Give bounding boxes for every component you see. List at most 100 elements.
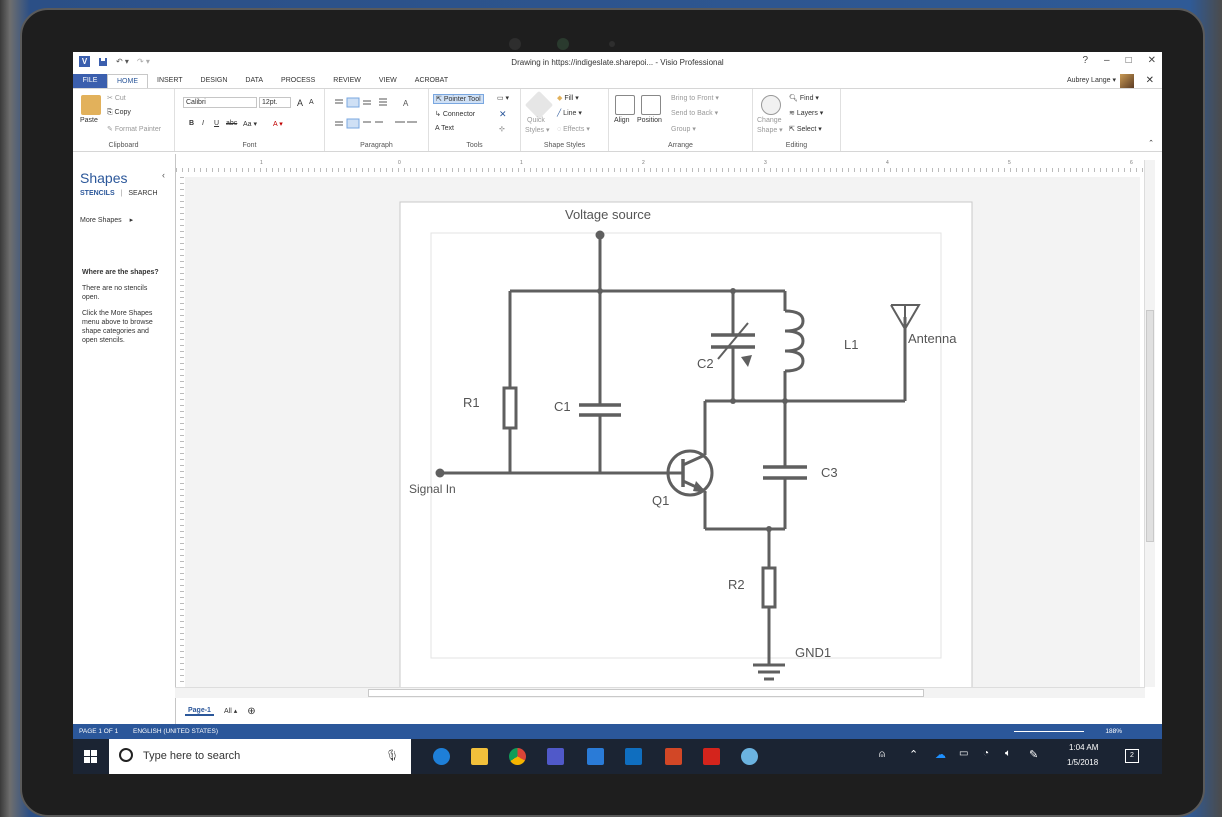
restore-button[interactable]: □ (1125, 55, 1132, 66)
tab-page-1[interactable]: Page-1 (185, 707, 214, 716)
connector-button[interactable]: ↳ Connector (435, 111, 476, 118)
shrink-font-button[interactable]: A (309, 99, 314, 106)
battery-icon[interactable]: ▭ (959, 748, 969, 759)
page-status[interactable]: PAGE 1 OF 1 (79, 728, 119, 735)
vertical-scrollbar[interactable] (1144, 160, 1155, 687)
tab-acrobat[interactable]: ACROBAT (414, 77, 449, 84)
fill-button[interactable]: ◆ Fill ▾ (557, 95, 579, 102)
drawing-canvas[interactable]: Voltage source R1 C1 C2 L1 Antenna C3 Q1… (185, 177, 1140, 687)
rectangle-tool-button[interactable]: ▭ ▾ (497, 95, 510, 102)
edge-icon[interactable] (433, 748, 450, 765)
quick-styles-label[interactable]: Quick (527, 117, 545, 124)
copy-button[interactable]: ⎘ Copy (107, 109, 131, 116)
tab-process[interactable]: PROCESS (281, 77, 316, 84)
send-to-back-button[interactable]: Send to Back ▾ (671, 110, 719, 117)
save-icon[interactable] (98, 57, 108, 67)
language-status[interactable]: ENGLISH (UNITED STATES) (133, 728, 218, 735)
align-button[interactable]: Align (614, 117, 630, 124)
connection-point-icon[interactable]: ⊹ (499, 126, 505, 133)
visio-taskbar-icon[interactable] (587, 748, 604, 765)
paste-icon[interactable] (81, 95, 101, 115)
volume-icon[interactable]: 🔈︎ (1005, 748, 1011, 759)
change-case-button[interactable]: Aa ▾ (243, 121, 258, 128)
pen-icon[interactable]: ✎ (1029, 749, 1039, 761)
acrobat-icon[interactable] (703, 748, 720, 765)
font-color-button[interactable]: A ▾ (273, 121, 283, 128)
strikethrough-button[interactable]: abc (226, 120, 238, 127)
styles-button[interactable]: Styles ▾ (525, 127, 550, 134)
more-shapes-label[interactable]: More Shapes (80, 217, 122, 224)
paint-icon[interactable] (741, 748, 758, 765)
tab-stencils[interactable]: STENCILS (80, 190, 115, 197)
tab-search[interactable]: SEARCH (128, 190, 158, 197)
position-icon[interactable] (641, 95, 661, 115)
minimize-button[interactable]: – (1104, 55, 1110, 66)
select-button[interactable]: ⇱ Select ▾ (789, 126, 822, 133)
windows-start-icon[interactable] (84, 750, 97, 763)
powerpoint-icon[interactable] (665, 748, 682, 765)
change-shape-label[interactable]: Change (757, 117, 782, 124)
task-view-icon[interactable] (393, 748, 410, 765)
people-icon[interactable]: ⍝ (879, 749, 885, 760)
change-shape-button[interactable]: Shape ▾ (757, 127, 783, 134)
vertical-ruler[interactable] (176, 177, 184, 685)
chevron-up-icon[interactable]: ⌃ (909, 749, 919, 761)
close-button[interactable]: ✕ (1147, 55, 1156, 66)
bring-to-front-button[interactable]: Bring to Front ▾ (671, 95, 719, 102)
paste-button[interactable]: Paste (80, 117, 98, 124)
grow-font-button[interactable]: A (297, 98, 304, 108)
onedrive-icon[interactable]: ☁ (935, 749, 946, 761)
font-size-select[interactable]: 12pt. (259, 97, 291, 108)
pointer-tool-button[interactable]: ⇱ Pointer Tool (433, 94, 484, 104)
tab-data[interactable]: DATA (245, 77, 264, 84)
add-page-icon[interactable]: ⊕ (247, 705, 256, 717)
undo-icon[interactable]: ↶ ▾ (116, 57, 129, 66)
zoom-level[interactable]: 188% (1105, 728, 1122, 735)
italic-button[interactable]: I (202, 120, 204, 127)
taskbar-search[interactable]: Type here to search 🎙︎ (109, 739, 411, 774)
chrome-icon[interactable] (509, 748, 526, 765)
format-painter-button[interactable]: ✎ Format Painter (107, 126, 162, 133)
outlook-icon[interactable] (625, 748, 642, 765)
collapse-ribbon-icon[interactable]: ⌃ (1148, 140, 1154, 147)
user-name[interactable]: Aubrey Lange ▾ (1066, 77, 1116, 84)
redo-icon[interactable]: ↷ ▾ (136, 57, 150, 66)
cut-button[interactable]: ✂ Cut (107, 95, 126, 102)
group-button[interactable]: Group ▾ (671, 126, 696, 133)
avatar[interactable] (1120, 74, 1134, 88)
teams-icon[interactable] (547, 748, 564, 765)
horizontal-scrollbar[interactable] (175, 687, 1145, 698)
search-placeholder[interactable]: Type here to search (143, 750, 241, 762)
text-tool-button[interactable]: A Text (435, 125, 454, 132)
close-document-button[interactable]: ✕ (1145, 75, 1154, 86)
tab-view[interactable]: VIEW (378, 77, 397, 84)
bold-button[interactable]: B (189, 120, 195, 127)
notifications-icon[interactable]: 2 (1125, 749, 1139, 763)
zoom-slider[interactable] (1014, 731, 1084, 732)
effects-button[interactable]: ◌ Effects ▾ (557, 126, 590, 133)
file-explorer-icon[interactable] (471, 748, 488, 765)
more-shapes-menu[interactable]: More Shapes ▸ (80, 216, 133, 224)
clock-date[interactable]: 1/5/2018 (1067, 758, 1099, 767)
horizontal-scroll-thumb[interactable] (368, 689, 924, 697)
tab-home[interactable]: HOME (107, 74, 148, 88)
align-icon[interactable] (615, 95, 635, 115)
help-button[interactable]: ? (1082, 55, 1088, 66)
tab-file[interactable]: FILE (73, 74, 107, 88)
underline-button[interactable]: U (214, 120, 220, 127)
find-button[interactable]: 🔍︎ Find ▾ (789, 95, 819, 102)
close-tool-icon[interactable]: ✕ (499, 109, 507, 119)
all-pages-button[interactable]: All ▴ (223, 708, 238, 715)
position-button[interactable]: Position (637, 117, 662, 124)
alignment-icons[interactable]: A (333, 97, 423, 131)
user-account[interactable]: Aubrey Lange ▾ (1067, 74, 1134, 88)
microphone-icon[interactable]: 🎙︎ (385, 750, 399, 762)
wifi-icon[interactable]: ◔ (983, 748, 990, 759)
layers-button[interactable]: ≋ Layers ▾ (789, 110, 824, 117)
change-shape-icon[interactable] (761, 95, 781, 115)
tab-design[interactable]: DESIGN (200, 77, 228, 84)
collapse-pane-icon[interactable]: ‹ (162, 170, 165, 180)
tab-insert[interactable]: INSERT (157, 77, 183, 84)
clock-time[interactable]: 1:04 AM (1069, 743, 1099, 752)
